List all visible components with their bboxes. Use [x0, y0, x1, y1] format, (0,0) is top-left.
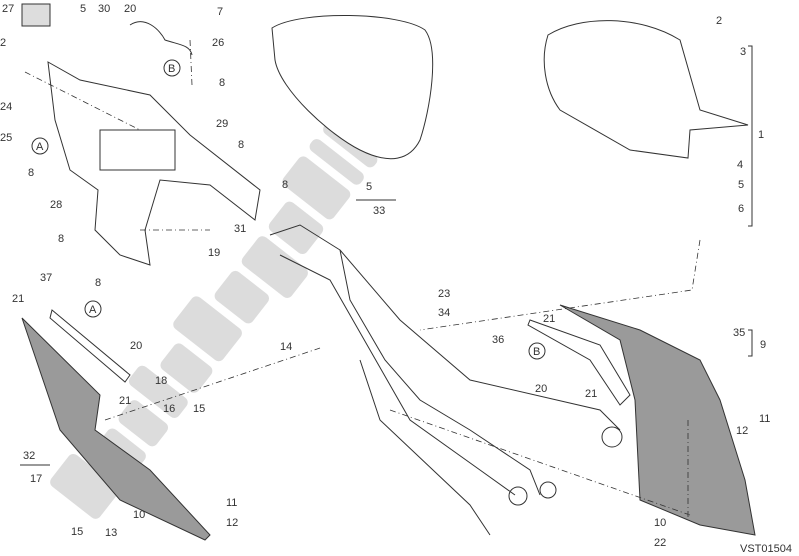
part-number-label: 30: [98, 3, 110, 15]
reference-marker-circle: [528, 342, 546, 360]
part-number-label: 29: [216, 118, 228, 130]
part-number-label: 11: [226, 497, 237, 509]
part-number-label: 19: [208, 247, 220, 259]
part-number-label: 8: [28, 167, 34, 179]
part-number-label: 21: [12, 293, 24, 305]
battery-tray: [99, 129, 176, 171]
part-number-label: 2: [0, 37, 6, 49]
bracket-9: [748, 329, 753, 357]
part-number-label: 10: [654, 517, 666, 529]
part-number-label: 3: [740, 46, 746, 58]
part-number-label: 25: [0, 132, 12, 144]
part-number-label: 33: [373, 205, 385, 217]
part-number-label: 8: [95, 277, 101, 289]
reference-marker-circle: [84, 300, 102, 318]
part-number-label: 8: [282, 179, 288, 191]
part-number-label: 21: [585, 388, 597, 400]
mesh-pad: [21, 3, 51, 27]
part-number-label: 8: [238, 139, 244, 151]
part-number-label: 20: [130, 340, 142, 352]
diagram-code: VST01504: [740, 543, 792, 555]
part-number-label: 5: [366, 181, 372, 193]
part-number-label: 31: [234, 223, 246, 235]
part-number-label: 12: [736, 425, 748, 437]
part-number-label: 36: [492, 334, 504, 346]
part-number-label: 26: [212, 37, 224, 49]
part-number-label: A: [89, 304, 97, 316]
part-number-label: 23: [438, 288, 450, 300]
part-number-label: 8: [219, 77, 225, 89]
rider-seat: [543, 20, 749, 159]
bracket-1: [748, 45, 753, 227]
part-number-label: 35: [733, 327, 745, 339]
right-side-panel: [559, 304, 756, 536]
part-number-label: 37: [40, 272, 52, 284]
part-number-label: B: [168, 63, 175, 75]
reference-marker-circle: [31, 137, 49, 155]
assembly-lines: [24, 39, 701, 520]
part-number-label: 8: [58, 233, 64, 245]
part-number-label: 14: [280, 341, 292, 353]
part-number-label: 5: [80, 3, 86, 15]
cable: [129, 21, 193, 56]
part-number-label: 21: [119, 395, 131, 407]
part-number-label: 20: [124, 3, 136, 15]
part-number-label: 11: [759, 413, 770, 425]
part-number-label: 2: [716, 15, 722, 27]
part-number-label: 20: [535, 383, 547, 395]
part-number-label: 9: [760, 339, 766, 351]
part-number-label: 13: [105, 527, 117, 539]
part-number-label: B: [533, 346, 540, 358]
part-number-label: 5: [738, 179, 744, 191]
part-number-label: 18: [155, 375, 167, 387]
left-side-panel: [21, 317, 211, 541]
part-number-label: 27: [2, 3, 14, 15]
part-number-label: 15: [71, 526, 83, 538]
part-number-label: 1: [758, 129, 764, 141]
part-number-label: 4: [737, 159, 743, 171]
rear-subframe: [269, 224, 623, 536]
part-number-label: 6: [738, 203, 744, 215]
part-number-label: 12: [226, 517, 238, 529]
part-number-label: 32: [23, 450, 35, 462]
part-number-label: 22: [654, 537, 666, 549]
part-number-label: 17: [30, 473, 42, 485]
part-number-label: 28: [50, 199, 62, 211]
reference-marker-circle: [163, 59, 181, 77]
part-number-label: 24: [0, 101, 12, 113]
right-rail: [527, 319, 631, 406]
part-number-label: 21: [543, 313, 555, 325]
part-number-label: 10: [133, 509, 145, 521]
part-number-label: 34: [438, 307, 450, 319]
part-number-label: 7: [217, 6, 223, 18]
part-number-label: 16: [163, 403, 175, 415]
passenger-seat: [271, 14, 434, 160]
part-number-label: 15: [193, 403, 205, 415]
part-number-label: A: [36, 141, 44, 153]
left-rail: [49, 309, 131, 383]
